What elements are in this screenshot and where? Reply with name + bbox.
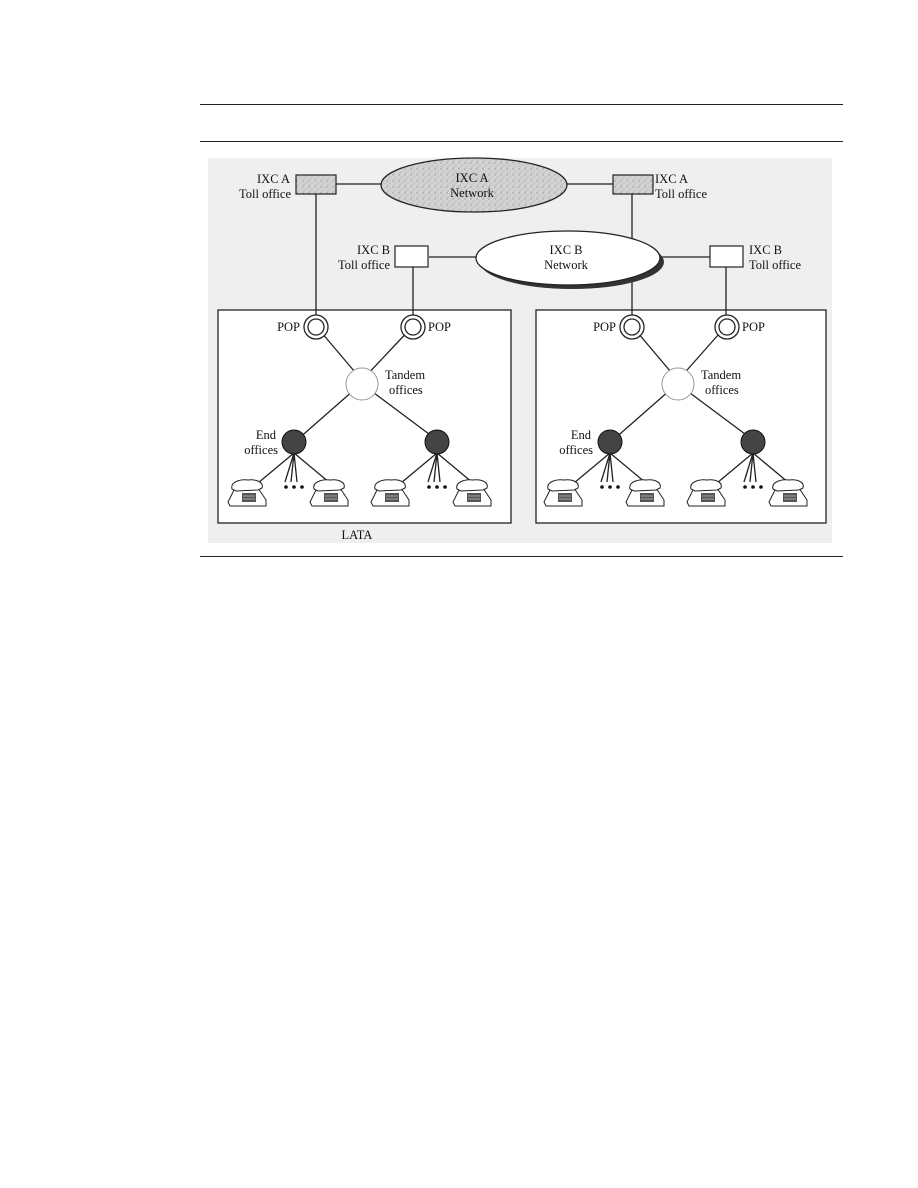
ixc-a-toll-left-label: IXC A xyxy=(257,172,290,186)
ixc-b-network-label: IXC B xyxy=(550,243,583,257)
end-office-node xyxy=(424,429,450,455)
top-rule xyxy=(200,104,843,105)
svg-text:Network: Network xyxy=(544,258,588,272)
pop-label: POP xyxy=(277,320,300,334)
ixc-a-toll-right-label: IXC A xyxy=(655,172,688,186)
svg-text:Network: Network xyxy=(450,186,494,200)
telephone-icon xyxy=(543,479,583,507)
ixc-b-toll-left-label: IXC B xyxy=(357,243,390,257)
telephone-icon xyxy=(370,479,410,507)
pop-label: POP xyxy=(593,320,616,334)
tandem-to-end-line xyxy=(612,389,671,441)
svg-text:Toll office: Toll office xyxy=(749,258,801,272)
ixc-b-toll-office-left xyxy=(394,245,429,268)
svg-text:Toll office: Toll office xyxy=(655,187,707,201)
telephone-icon xyxy=(452,479,492,507)
svg-text:Toll office: Toll office xyxy=(338,258,390,272)
tandem-to-end-line xyxy=(685,389,754,441)
telephone-icon xyxy=(768,479,808,507)
tandem-label: Tandem xyxy=(385,368,425,382)
tandem-office-node xyxy=(661,367,695,401)
svg-text:offices: offices xyxy=(705,383,739,397)
svg-text:offices: offices xyxy=(389,383,423,397)
tandem-label: Tandem xyxy=(701,368,741,382)
ixc-b-network-cloud xyxy=(475,230,661,286)
svg-text:offices: offices xyxy=(244,443,278,457)
telephone-icon xyxy=(625,479,665,507)
telephone-icon xyxy=(227,479,267,507)
end-office-node xyxy=(597,429,623,455)
svg-text:Toll office: Toll office xyxy=(239,187,291,201)
ixc-a-network-cloud xyxy=(380,157,568,213)
ellipsis-dots xyxy=(284,485,763,489)
end-office-node xyxy=(740,429,766,455)
telephone-network-diagram: IXC A Toll office IXC A Toll office IXC … xyxy=(208,157,832,543)
pop-label: POP xyxy=(428,320,451,334)
ixc-a-toll-office-left xyxy=(295,174,337,195)
tandem-office-node xyxy=(345,367,379,401)
lata-label: LATA xyxy=(342,528,373,542)
ixc-a-toll-office-right xyxy=(612,174,654,195)
telephone-icon xyxy=(686,479,726,507)
ixc-b-toll-right-label: IXC B xyxy=(749,243,782,257)
end-offices-label: End xyxy=(571,428,592,442)
tandem-to-end-line xyxy=(369,389,438,441)
ixc-b-toll-office-right xyxy=(709,245,744,268)
end-office-node xyxy=(281,429,307,455)
caption-rule xyxy=(200,141,843,142)
bottom-rule xyxy=(200,556,843,557)
tandem-to-end-line xyxy=(296,389,355,441)
pop-label: POP xyxy=(742,320,765,334)
ixc-a-network-label: IXC A xyxy=(456,171,489,185)
end-offices-label: End xyxy=(256,428,277,442)
svg-text:offices: offices xyxy=(559,443,593,457)
telephone-icon xyxy=(309,479,349,507)
